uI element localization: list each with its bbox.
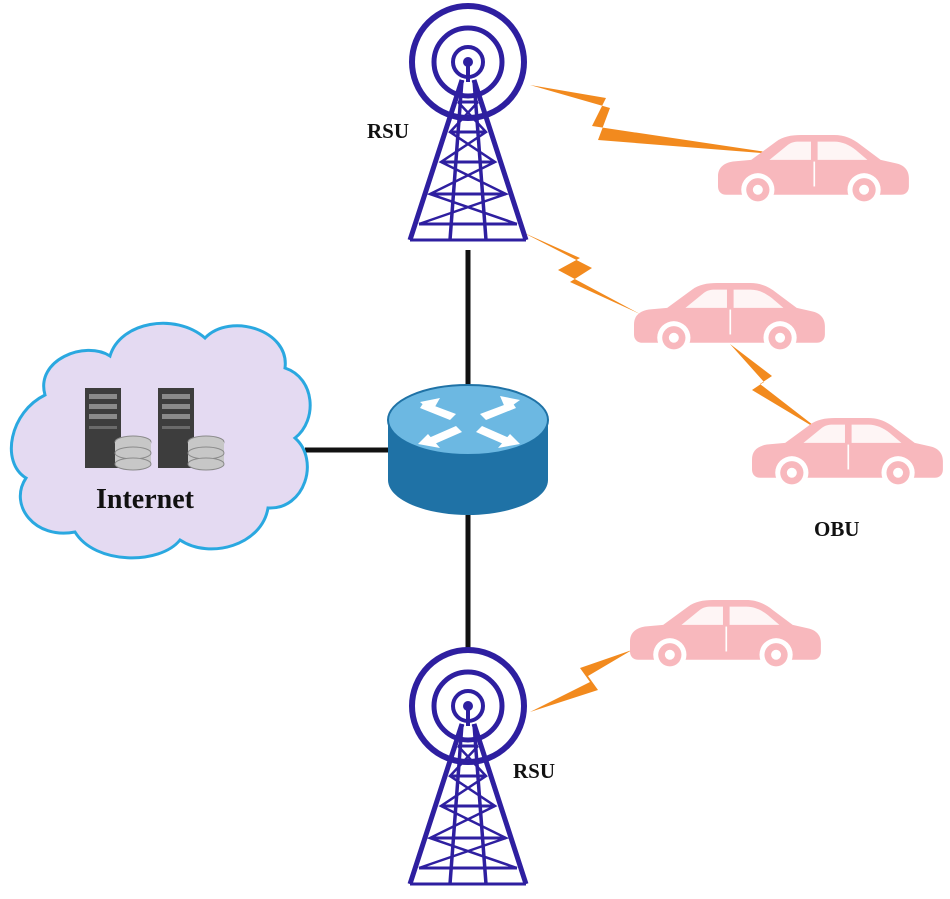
internet-label: Internet	[96, 484, 194, 515]
obu-label: OBU	[814, 517, 860, 541]
car-icon	[629, 599, 822, 673]
lightning-link-icon	[530, 85, 786, 155]
lightning-link-icon	[530, 650, 632, 712]
lightning-link-icon	[522, 232, 640, 314]
car-icon	[751, 417, 944, 491]
rsu-top-label: RSU	[367, 119, 410, 143]
tower-icon	[410, 6, 526, 240]
car-icon	[633, 282, 826, 356]
tower-icon	[410, 650, 526, 884]
lightning-link-icon	[730, 344, 822, 432]
rsu-bottom-label: RSU	[513, 759, 556, 783]
car-icon	[717, 134, 910, 208]
router-icon	[387, 384, 549, 515]
